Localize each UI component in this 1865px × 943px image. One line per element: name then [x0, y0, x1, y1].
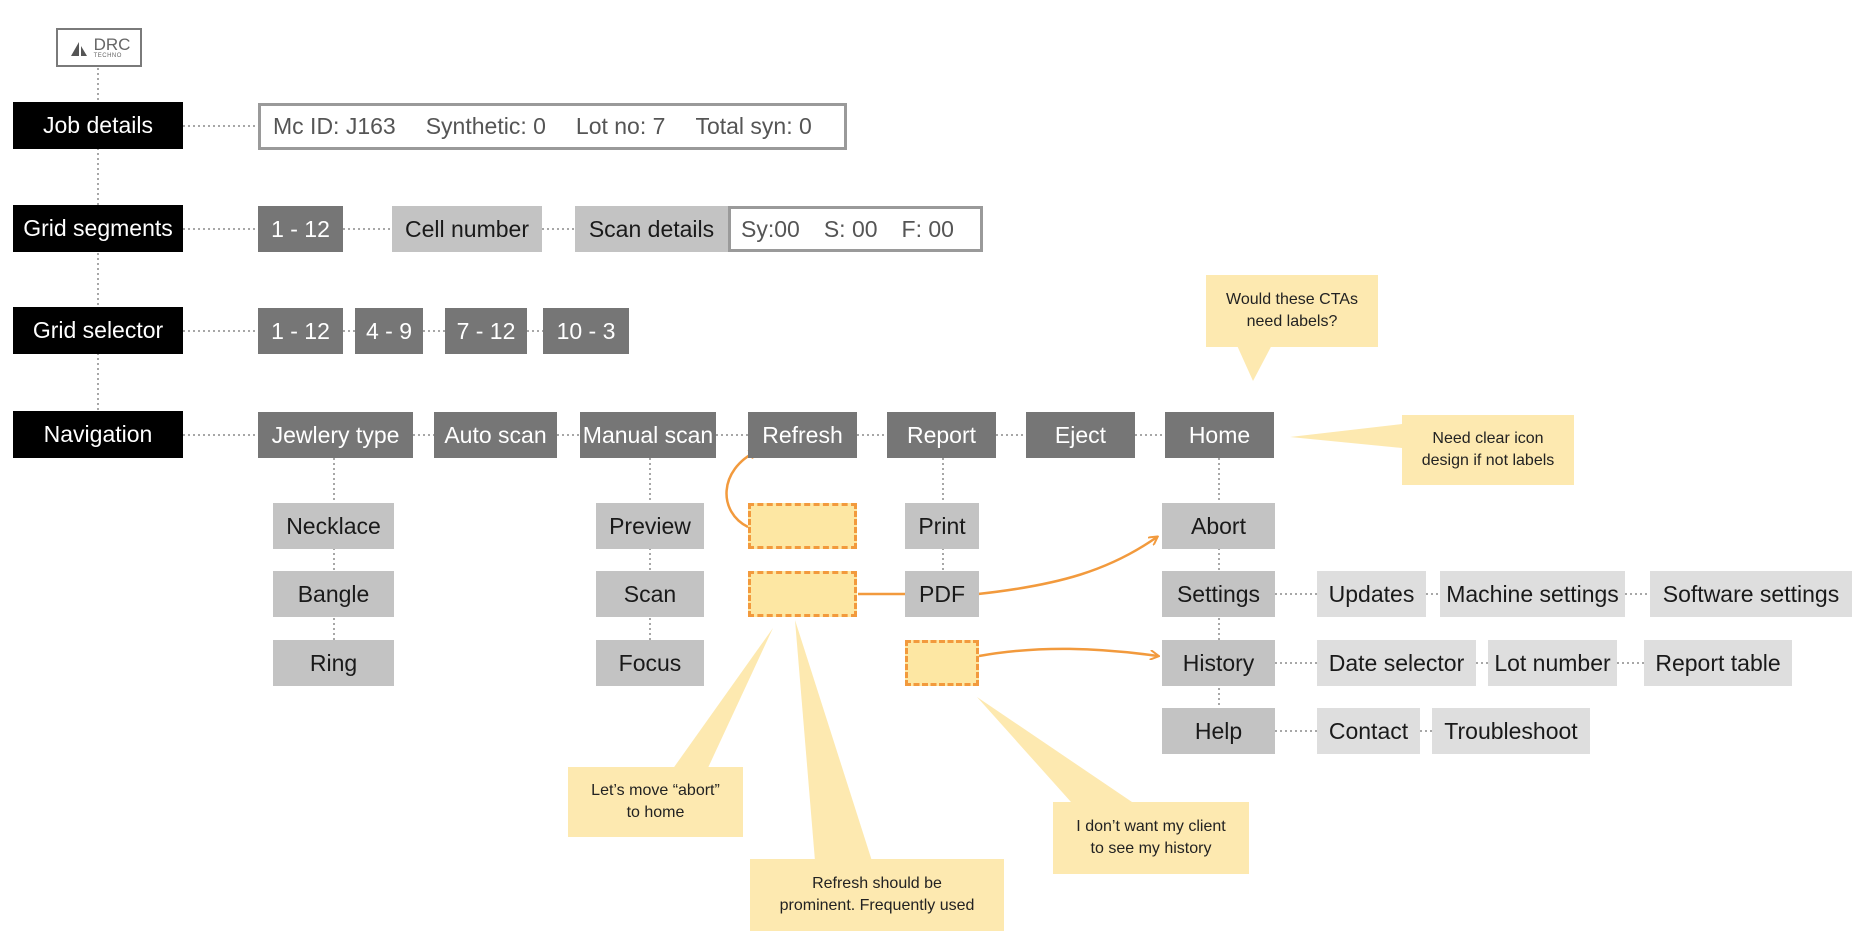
- f-count: F: 00: [901, 215, 954, 242]
- logo-main-text: DRC: [93, 35, 131, 54]
- synthetic-text: Synthetic: 0: [425, 113, 546, 139]
- jewlery-bangle[interactable]: Bangle: [273, 571, 394, 617]
- help-contact[interactable]: Contact: [1317, 708, 1420, 754]
- history-report-table[interactable]: Report table: [1644, 640, 1792, 686]
- s-count: S: 00: [823, 215, 878, 242]
- home-settings[interactable]: Settings: [1162, 571, 1275, 617]
- category-grid-segments: Grid segments: [13, 205, 183, 252]
- nav-refresh[interactable]: Refresh: [748, 412, 857, 458]
- note-icon-design: Need clear icon design if not labels: [1402, 415, 1574, 485]
- grid-selector-10-3[interactable]: 10 - 3: [543, 308, 629, 354]
- category-navigation: Navigation: [13, 411, 183, 458]
- job-details-bar: Mc ID: J163 Synthetic: 0 Lot no: 7 Total…: [258, 103, 847, 150]
- note-ctas-labels: Would these CTAs need labels?: [1206, 275, 1378, 347]
- grid-segment-range[interactable]: 1 - 12: [258, 206, 343, 252]
- home-abort[interactable]: Abort: [1162, 503, 1275, 549]
- total-syn-text: Total syn: 0: [695, 113, 812, 139]
- settings-software-settings[interactable]: Software settings: [1650, 571, 1852, 617]
- category-grid-selector: Grid selector: [13, 307, 183, 354]
- history-date-selector[interactable]: Date selector: [1317, 640, 1476, 686]
- report-pdf[interactable]: PDF: [905, 571, 979, 617]
- nav-jewlery-type[interactable]: Jewlery type: [258, 412, 413, 458]
- drc-techno-logo: DRC TECHNO: [56, 28, 142, 67]
- nav-report[interactable]: Report: [887, 412, 996, 458]
- cell-number-box: Cell number: [392, 206, 542, 252]
- help-troubleshoot[interactable]: Troubleshoot: [1432, 708, 1590, 754]
- grid-selector-1-12[interactable]: 1 - 12: [258, 308, 343, 354]
- manual-scan-scan[interactable]: Scan: [596, 571, 704, 617]
- nav-home[interactable]: Home: [1165, 412, 1274, 458]
- note-refresh-prominent: Refresh should be prominent. Frequently …: [750, 859, 1004, 931]
- lot-no-text: Lot no: 7: [575, 113, 666, 139]
- note-move-abort: Let’s move “abort” to home: [568, 767, 743, 837]
- nav-auto-scan[interactable]: Auto scan: [434, 412, 557, 458]
- manual-scan-focus[interactable]: Focus: [596, 640, 704, 686]
- grid-selector-7-12[interactable]: 7 - 12: [445, 308, 527, 354]
- placeholder-moved-refresh: [748, 503, 857, 549]
- placeholder-moved-abort: [748, 571, 857, 617]
- logo-sub-text: TECHNO: [93, 53, 122, 59]
- jewlery-ring[interactable]: Ring: [273, 640, 394, 686]
- settings-updates[interactable]: Updates: [1317, 571, 1426, 617]
- settings-machine-settings[interactable]: Machine settings: [1440, 571, 1625, 617]
- note-history-client: I don’t want my client to see my history: [1053, 802, 1249, 874]
- report-print[interactable]: Print: [905, 503, 979, 549]
- scan-counts-box: Sy:00 S: 00 F: 00: [728, 206, 983, 252]
- category-job-details: Job details: [13, 102, 183, 149]
- logo-text: DRC TECHNO: [94, 36, 131, 59]
- logo-mark-icon: [70, 41, 87, 56]
- home-help[interactable]: Help: [1162, 708, 1275, 754]
- history-lot-number[interactable]: Lot number: [1488, 640, 1617, 686]
- nav-manual-scan[interactable]: Manual scan: [580, 412, 716, 458]
- mc-id-text: Mc ID: J163: [273, 113, 396, 139]
- scan-details-box: Scan details: [575, 206, 728, 252]
- placeholder-moved-history: [905, 640, 979, 686]
- home-history[interactable]: History: [1162, 640, 1275, 686]
- grid-selector-4-9[interactable]: 4 - 9: [355, 308, 423, 354]
- sy-count: Sy:00: [741, 215, 800, 242]
- nav-eject[interactable]: Eject: [1026, 412, 1135, 458]
- jewlery-necklace[interactable]: Necklace: [273, 503, 394, 549]
- manual-scan-preview[interactable]: Preview: [596, 503, 704, 549]
